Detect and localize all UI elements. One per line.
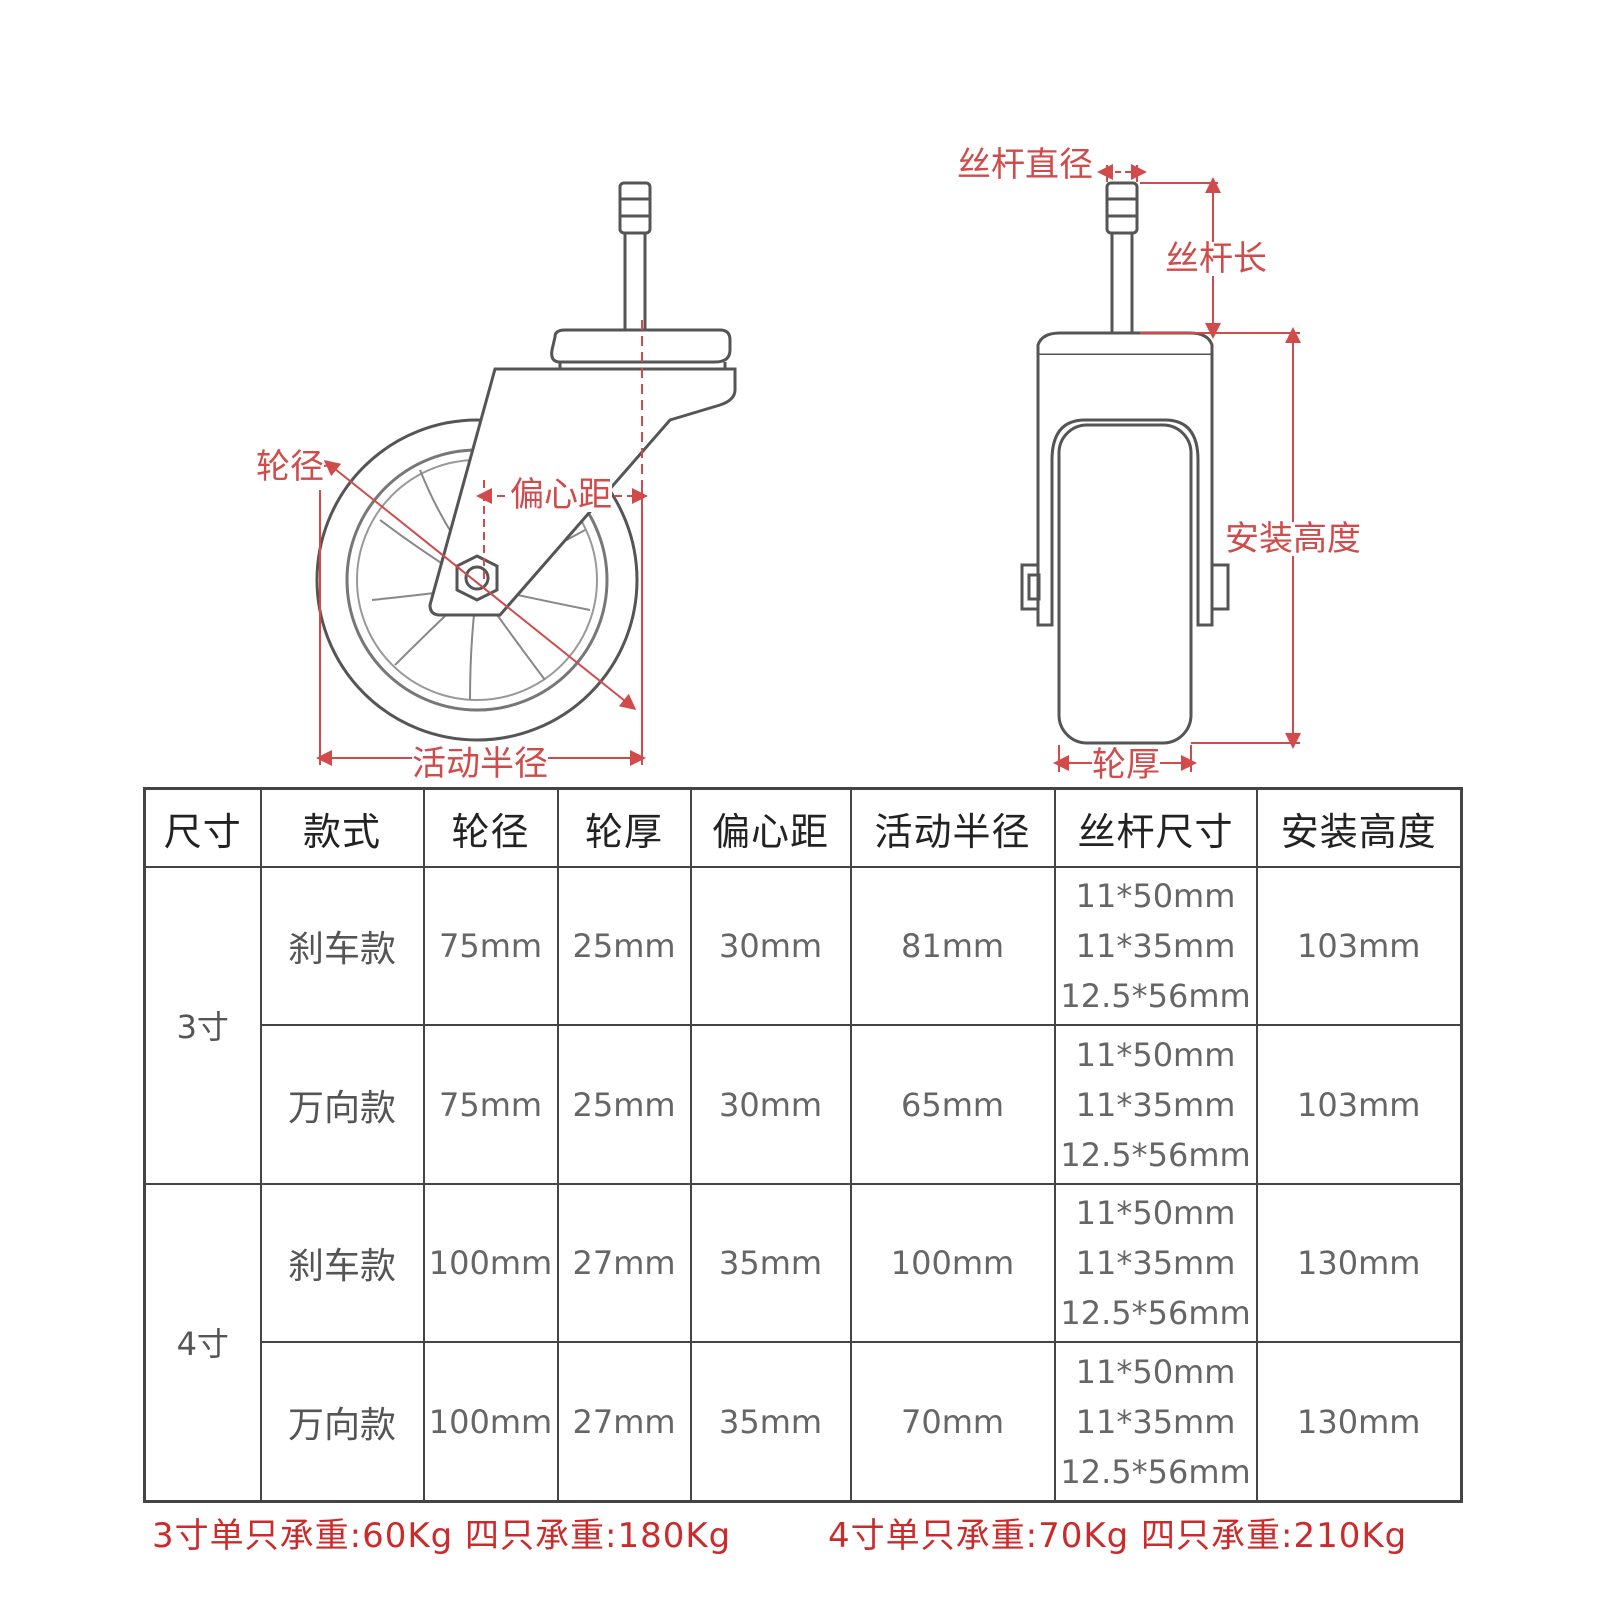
mount-height-cell: 103mm (1255, 1024, 1463, 1185)
header-size: 尺寸 (143, 787, 262, 868)
screw-size-line: 11*50mm (1075, 1035, 1236, 1074)
wheel-thickness-cell: 27mm (556, 1182, 692, 1344)
header-wheel-diameter: 轮径 (422, 787, 559, 868)
label-screw-diameter: 丝杆直径 (957, 145, 1093, 185)
wheel-diameter-cell: 100mm (422, 1341, 559, 1503)
screw-size-line: 11*50mm (1075, 877, 1236, 916)
screw-size-line: 12.5*56mm (1060, 1294, 1251, 1333)
header-style: 款式 (259, 787, 425, 868)
screw-size-line: 11*50mm (1075, 1352, 1236, 1391)
size-cell: 4寸 (143, 1182, 262, 1503)
header-wheel-thickness: 轮厚 (556, 787, 692, 868)
offset-cell: 30mm (689, 1024, 852, 1185)
offset-cell: 35mm (689, 1182, 852, 1344)
size-cell: 3寸 (143, 866, 262, 1185)
style-cell: 刹车款 (259, 865, 425, 1027)
swivel-radius-cell: 65mm (849, 1024, 1056, 1185)
screw-size-line: 12.5*56mm (1060, 977, 1251, 1016)
side-view-caster (315, 181, 737, 742)
screw-size-cell: 11*50mm 11*35mm 12.5*56mm (1053, 1024, 1258, 1185)
screw-size-line: 11*35mm (1075, 1244, 1236, 1283)
table-row: 万向款 75mm 25mm 30mm 65mm 11*50mm 11*35mm … (145, 1024, 1463, 1185)
style-cell: 刹车款 (259, 1182, 425, 1344)
label-offset: 偏心距 (510, 475, 612, 515)
screw-size-line: 12.5*56mm (1060, 1452, 1251, 1491)
wheel-diameter-cell: 75mm (422, 865, 559, 1027)
label-wheel-thickness: 轮厚 (1092, 745, 1160, 785)
wheel-diameter-cell: 75mm (422, 1024, 559, 1185)
screw-size-cell: 11*50mm 11*35mm 12.5*56mm (1053, 865, 1258, 1027)
offset-cell: 30mm (689, 865, 852, 1027)
screw-size-line: 12.5*56mm (1060, 1135, 1251, 1174)
wheel-diameter-cell: 100mm (422, 1182, 559, 1344)
screw-size-line: 11*35mm (1075, 1085, 1236, 1124)
screw-size-line: 11*35mm (1075, 1402, 1236, 1441)
load-rating-4in: 4寸单只承重:70Kg 四只承重:210Kg (828, 1516, 1408, 1556)
screw-size-line: 11*35mm (1075, 927, 1236, 966)
header-mount-height: 安装高度 (1255, 787, 1463, 868)
offset-cell: 35mm (689, 1341, 852, 1503)
header-screw-size: 丝杆尺寸 (1053, 787, 1258, 868)
style-cell: 万向款 (259, 1341, 425, 1503)
swivel-radius-cell: 81mm (849, 865, 1056, 1027)
mount-height-cell: 103mm (1255, 865, 1463, 1027)
screw-size-line: 11*50mm (1075, 1194, 1236, 1233)
mount-height-cell: 130mm (1255, 1182, 1463, 1344)
table-header-row: 尺寸 款式 轮径 轮厚 偏心距 活动半径 丝杆尺寸 安装高度 (143, 787, 1463, 868)
header-swivel-radius: 活动半径 (849, 787, 1056, 868)
label-wheel-diameter: 轮径 (256, 447, 324, 487)
mount-height-cell: 130mm (1255, 1341, 1463, 1503)
label-swivel-radius: 活动半径 (412, 744, 548, 784)
wheel-thickness-cell: 27mm (556, 1341, 692, 1503)
label-screw-length: 丝杆长 (1165, 239, 1267, 279)
load-rating-3in: 3寸单只承重:60Kg 四只承重:180Kg (152, 1516, 732, 1556)
swivel-radius-cell: 100mm (849, 1182, 1056, 1344)
label-mount-height: 安装高度 (1225, 519, 1361, 559)
style-cell: 万向款 (259, 1024, 425, 1185)
caster-drawings (299, 164, 1301, 772)
wheel-thickness-cell: 25mm (556, 865, 692, 1027)
screw-size-cell: 11*50mm 11*35mm 12.5*56mm (1053, 1182, 1258, 1344)
wheel-thickness-cell: 25mm (556, 1024, 692, 1185)
table-row: 万向款 100mm 27mm 35mm 70mm 11*50mm 11*35mm… (145, 1341, 1463, 1503)
swivel-radius-cell: 70mm (849, 1341, 1056, 1503)
header-offset: 偏心距 (689, 787, 852, 868)
screw-size-cell: 11*50mm 11*35mm 12.5*56mm (1053, 1341, 1258, 1503)
spec-table: 尺寸 款式 轮径 轮厚 偏心距 活动半径 丝杆尺寸 安装高度 3寸 刹车款 75… (143, 787, 1463, 1503)
table-row: 3寸 刹车款 75mm 25mm 30mm 81mm 11*50mm 11*35… (143, 865, 1463, 1185)
front-view-caster (1020, 181, 1230, 745)
table-row: 4寸 刹车款 100mm 27mm 35mm 100mm 11*50mm 11*… (143, 1182, 1463, 1503)
